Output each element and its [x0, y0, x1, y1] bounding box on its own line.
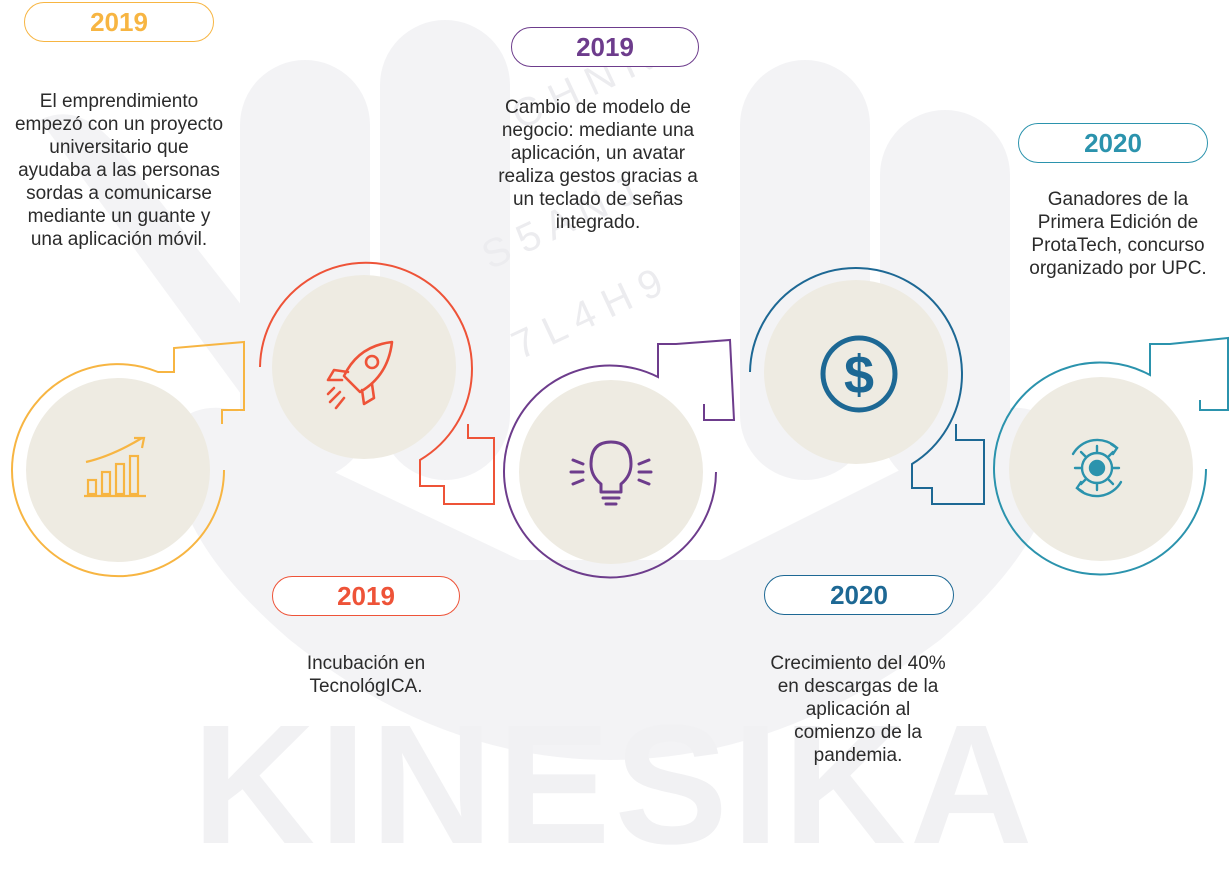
milestone-4-year-badge: 2020	[764, 575, 954, 615]
milestone-2-disc	[272, 275, 456, 459]
milestone-1-disc	[26, 378, 210, 562]
milestone-2-node	[259, 261, 495, 505]
milestone-1-description: El emprendimiento empezó con un proyecto…	[14, 91, 224, 250]
milestone-1-node	[11, 340, 245, 578]
svg-text:$: $	[844, 345, 874, 405]
milestone-4-ring-arrow	[749, 267, 985, 505]
milestone-4-disc	[764, 280, 948, 464]
rocket-icon	[326, 340, 394, 410]
milestone-2-year-badge: 2019	[272, 576, 460, 616]
dollar-icon: $	[820, 335, 898, 413]
milestone-1-ring-arrow	[11, 340, 245, 578]
milestone-5-year-badge: 2020	[1018, 123, 1208, 163]
milestone-5-ring-arrow	[993, 336, 1229, 576]
gear-cycle-icon	[1071, 438, 1123, 498]
milestone-5-description: Ganadores de la Primera Edición de Prota…	[1029, 189, 1207, 279]
milestone-4-node: $	[749, 267, 985, 505]
growth-chart-icon	[84, 436, 146, 498]
lightbulb-icon	[569, 440, 653, 506]
milestone-3-year-badge: 2019	[511, 27, 699, 67]
milestone-2-description: Incubación en TecnológICA.	[306, 653, 426, 697]
milestone-3-disc	[519, 380, 703, 564]
milestone-3-description: Cambio de modelo de negocio: mediante un…	[498, 97, 698, 233]
milestone-2-ring-arrow	[259, 261, 495, 505]
milestone-3-ring-arrow	[503, 338, 736, 579]
milestone-1-year-badge: 2019	[24, 2, 214, 42]
milestone-3-node	[503, 338, 736, 579]
timeline-diagram: $	[11, 261, 1229, 579]
milestone-5-node	[993, 336, 1229, 576]
milestone-4-description: Crecimiento del 40% en descargas de la a…	[770, 653, 946, 766]
